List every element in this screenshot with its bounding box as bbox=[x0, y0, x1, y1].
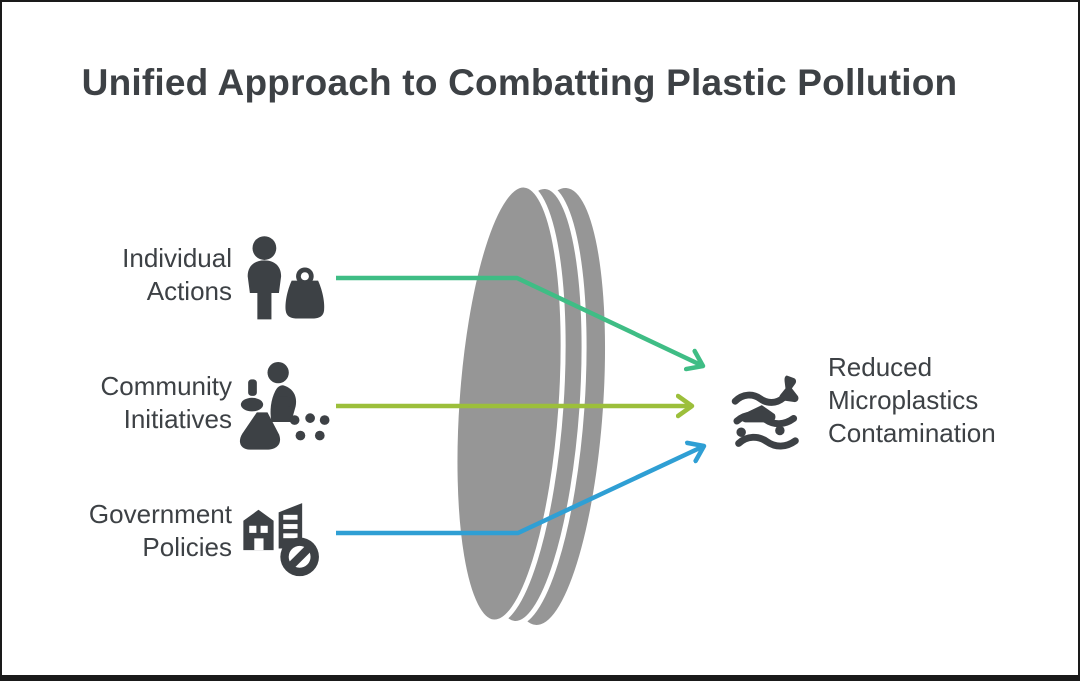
arrow-government-policies bbox=[336, 446, 704, 536]
buildings-with-ban-sign-icon bbox=[240, 491, 324, 579]
input-label-community-initiatives: Community Initiatives bbox=[100, 371, 232, 435]
input-label-government-policies: Government Policies bbox=[88, 499, 232, 563]
arrow-individual-actions bbox=[336, 275, 703, 366]
input-label-individual-actions: Individual Actions bbox=[122, 243, 232, 307]
waste-in-water-icon bbox=[730, 370, 816, 454]
output-label-reduced-microplastics: Reduced Microplastics Contamination bbox=[828, 352, 996, 449]
person-with-shopping-bag-icon bbox=[238, 233, 326, 323]
diagram-title: Unified Approach to Combatting Plastic P… bbox=[81, 62, 958, 103]
person-cleaning-up-icon bbox=[234, 361, 332, 453]
converging-lens-icon bbox=[452, 182, 606, 626]
